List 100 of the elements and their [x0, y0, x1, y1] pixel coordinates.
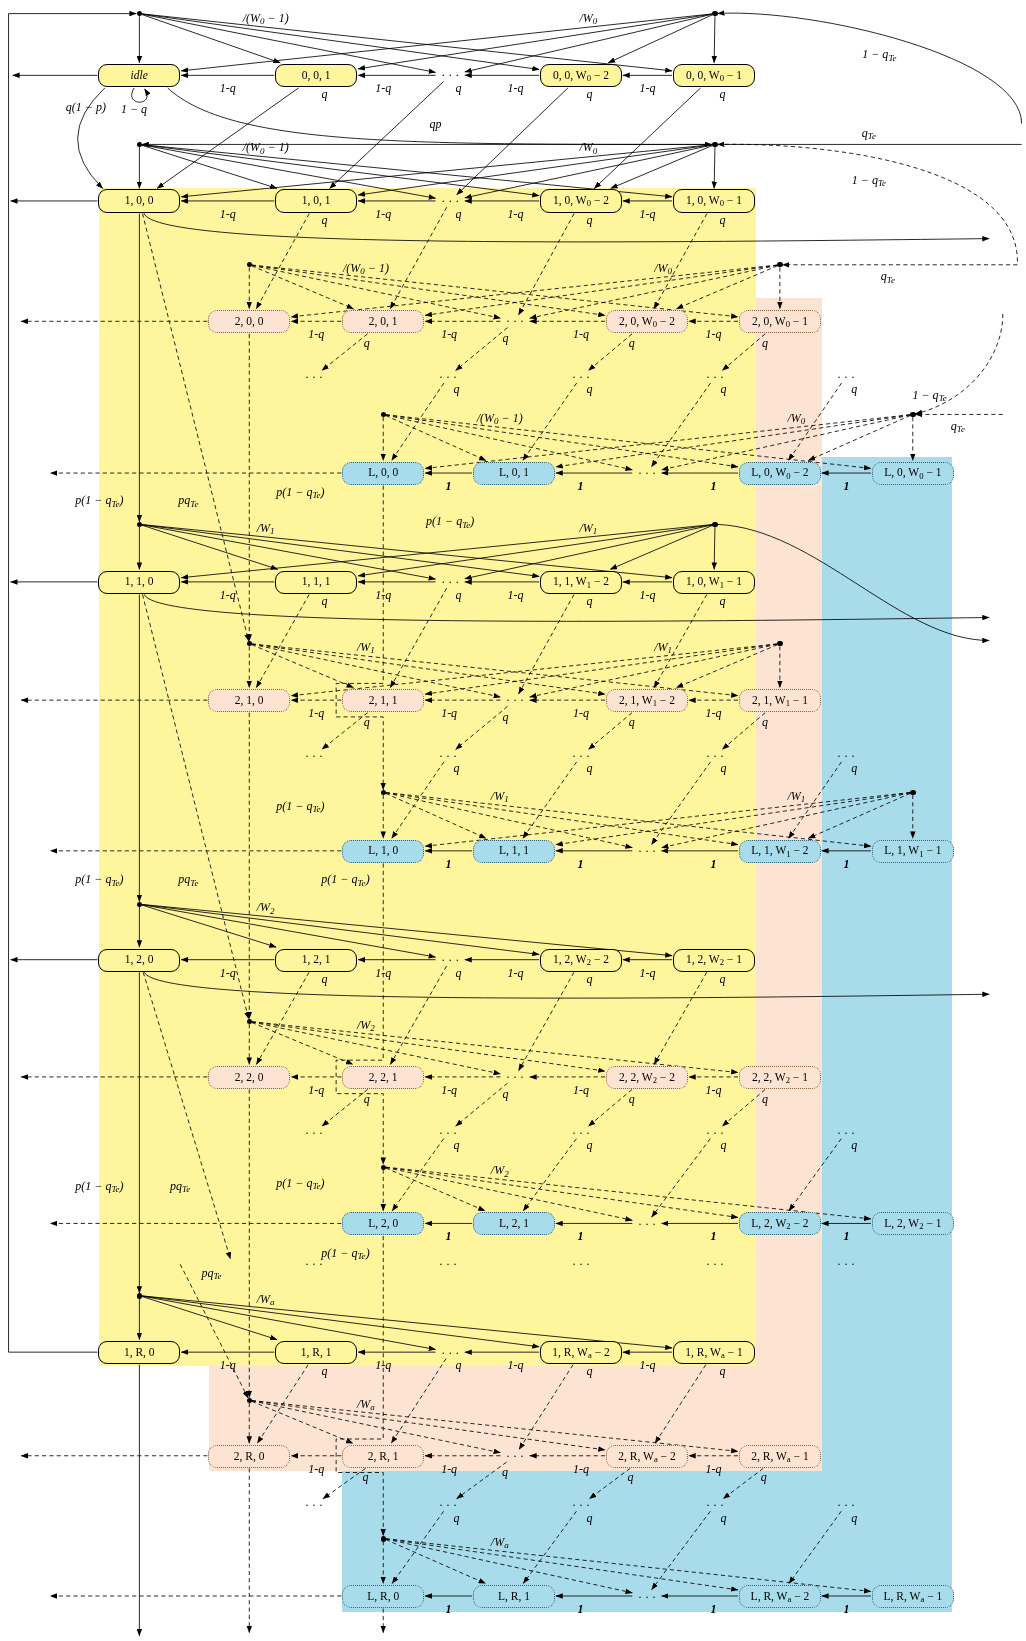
state-box: 1, 0, 1 — [275, 189, 357, 213]
state-box: L, 2, W$_{2}$ − 2 — [739, 1212, 821, 1236]
edge-label: /W$_{1}$ — [579, 521, 598, 534]
edge-label: 1-q — [507, 207, 524, 220]
edge-label: /W$_{a}$ — [256, 1293, 275, 1306]
edge-label: q — [586, 1512, 593, 1525]
state-box: L, 0, W$_{0}$ − 2 — [739, 461, 821, 485]
edge-label: q — [586, 213, 593, 226]
edge-label: 1-q — [308, 1083, 325, 1096]
edge-label: q — [720, 1512, 727, 1525]
state-box: 1, 2, 0 — [98, 948, 181, 972]
ellipsis: · · · — [434, 1127, 462, 1138]
edge-label: q — [455, 1359, 462, 1372]
state-box: L, R, 1 — [473, 1585, 555, 1609]
edge-label: /(W$_{0}$ − 1) — [242, 11, 289, 24]
state-box: 2, R, 0 — [208, 1444, 290, 1468]
edge-label: /W$_{0}$ — [579, 141, 598, 154]
state-box: 2, 0, 1 — [342, 309, 424, 333]
edge-label: q — [455, 966, 462, 979]
edge-label: /W$_{1}$ — [787, 790, 806, 802]
ellipsis: · · · — [567, 1127, 595, 1138]
edge-label: q — [586, 383, 593, 396]
edge-label: 1-q — [441, 327, 458, 340]
ellipsis: · · · — [832, 1127, 860, 1138]
ellipsis: · · · — [633, 1591, 661, 1602]
ellipsis: · · · — [701, 1258, 729, 1269]
edge-label: 1 − q$_{Te}$ — [851, 174, 887, 187]
ellipsis: · · · — [300, 1127, 328, 1138]
edge-label: 1 — [710, 1603, 717, 1616]
edge-label: 1 — [843, 1230, 850, 1243]
edge-label: pq$_{Te}$ — [178, 873, 199, 886]
edge-label: q — [851, 1139, 858, 1152]
edge-label: q — [851, 1512, 858, 1525]
edge-label: q — [502, 711, 509, 724]
edge-label: q — [586, 1139, 593, 1152]
edge-label: 1-q — [507, 81, 524, 94]
edge-label: 1-q — [573, 706, 590, 719]
edge-label: q — [720, 1139, 727, 1152]
edge-label: q — [586, 88, 593, 101]
edge-label: 1 — [577, 479, 584, 492]
edge-label: p(1 − q$_{Te}$) — [75, 494, 124, 507]
ellipsis: · · · — [436, 1347, 464, 1358]
edge-label: q — [760, 1471, 767, 1483]
edge-label: q — [719, 88, 726, 101]
edge-label: q — [720, 762, 727, 775]
edge-label: 1-q — [507, 966, 524, 979]
edge-label: 1 − q — [120, 102, 148, 115]
ellipsis: · · · — [436, 954, 464, 966]
ellipsis: · · · — [567, 1500, 595, 1511]
edge-label: q — [455, 588, 462, 601]
state-box: 2, 2, W$_{2}$ − 1 — [739, 1065, 821, 1089]
edge-label: q — [586, 1365, 593, 1378]
edge-label: q — [321, 1365, 328, 1378]
ellipsis: · · · — [501, 1072, 529, 1083]
state-box: 2, 2, W$_{2}$ − 2 — [606, 1065, 688, 1089]
edge-label: /W$_{2}$ — [490, 1164, 509, 1177]
edge-label: 1 — [577, 1230, 584, 1243]
ellipsis: · · · — [501, 316, 529, 327]
edge-label: 1 — [577, 857, 584, 870]
ellipsis: · · · — [300, 1500, 328, 1511]
ellipsis: · · · — [633, 1218, 661, 1230]
state-box: 1, 0, 0 — [98, 189, 181, 213]
edge-label: 1-q — [639, 207, 656, 220]
edge-label: 1 — [710, 1230, 717, 1243]
edge-label: /(W$_{0}$ − 1) — [343, 261, 389, 274]
state-box: L, 0, W$_{0}$ − 1 — [872, 461, 954, 485]
state-box: 2, 0, W$_{0}$ − 1 — [739, 309, 821, 333]
edge-label: 1 — [710, 857, 717, 870]
state-box: 1, 1, W$_{1}$ − 2 — [540, 570, 622, 594]
ellipsis: · · · — [436, 70, 464, 81]
state-box: L, 2, 0 — [342, 1212, 424, 1236]
edge-label: pq$_{Te}$ — [169, 1180, 191, 1193]
edge-label: qp — [429, 117, 442, 130]
edge-label: p(1 − q$_{Te}$) — [321, 873, 370, 886]
edge-label: q — [453, 762, 460, 775]
edge-label: q — [363, 716, 370, 729]
state-box: 2, R, W$_{a}$ − 1 — [739, 1444, 821, 1468]
state-box: L, 1, W$_{1}$ − 2 — [739, 839, 821, 863]
edge-label: /(W$_{0}$ − 1) — [476, 412, 523, 425]
ellipsis: · · · — [436, 576, 464, 588]
edge-label: 1 — [843, 857, 850, 870]
state-box: 0, 0, W$_{0}$ − 2 — [540, 63, 622, 87]
state-box: 2, 0, W$_{0}$ − 2 — [606, 309, 688, 333]
ellipsis: · · · — [832, 371, 860, 383]
edge-label: 1-q — [573, 327, 590, 340]
state-box: 2, 2, 1 — [342, 1065, 424, 1089]
ellipsis: · · · — [832, 1500, 860, 1511]
state-box: 2, 1, W$_{1}$ − 1 — [739, 688, 821, 712]
edge-label: 1-q — [219, 81, 236, 94]
edge-label: 1 — [577, 1603, 584, 1616]
state-box: 2, R, 1 — [342, 1444, 424, 1468]
state-box: L, 2, 1 — [473, 1212, 555, 1236]
state-box: 1, R, W$_{a}$ − 1 — [673, 1341, 755, 1365]
ellipsis: · · · — [567, 371, 595, 383]
edge-label: q — [851, 762, 858, 775]
edge-label: 1-q — [639, 966, 656, 979]
ellipsis: · · · — [501, 695, 529, 706]
edge-label: 1-q — [705, 327, 722, 340]
edge-label: pq$_{Te}$ — [178, 494, 199, 507]
state-box: L, 1, W$_{1}$ − 1 — [872, 839, 954, 863]
